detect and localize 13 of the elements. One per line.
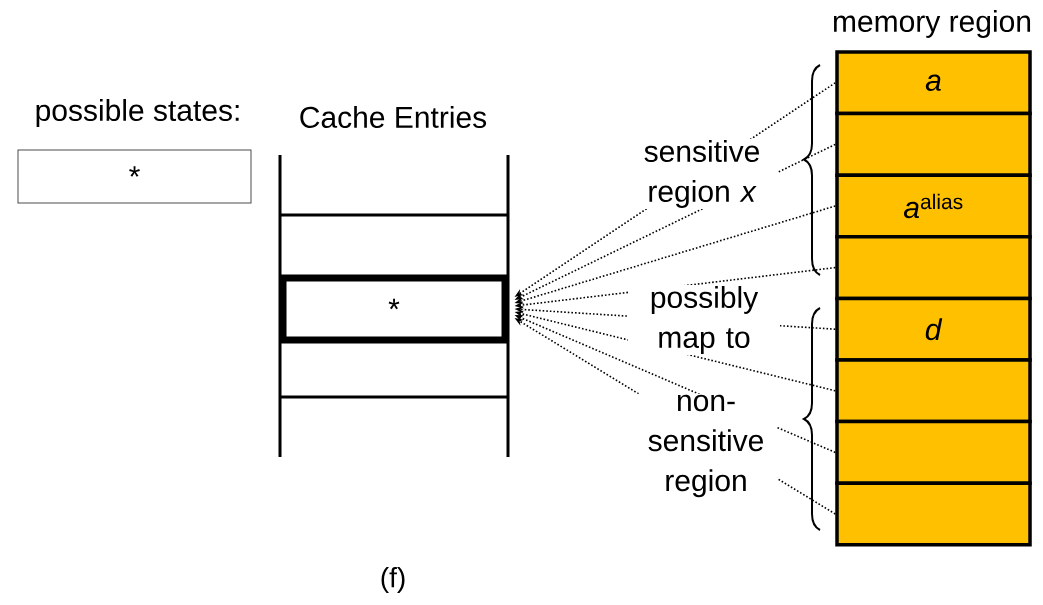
bracket-label: possibly map to xyxy=(628,285,780,355)
heading: possible states: xyxy=(36,99,239,127)
bracket-label: non-sensitive region xyxy=(635,393,777,499)
bracket-label: sensitive region x xyxy=(626,139,778,209)
memory-cell: a xyxy=(835,50,1032,116)
cache-entry-box: * xyxy=(279,274,509,344)
memory-cell: d xyxy=(835,296,1032,362)
state-box: * xyxy=(17,149,252,204)
memory-cell xyxy=(835,481,1032,547)
heading: Cache Entries xyxy=(297,105,489,129)
heading: memory region xyxy=(831,9,1034,39)
memory-cell: a$^{alias}$ xyxy=(835,173,1032,239)
caption: (f) xyxy=(381,566,405,594)
